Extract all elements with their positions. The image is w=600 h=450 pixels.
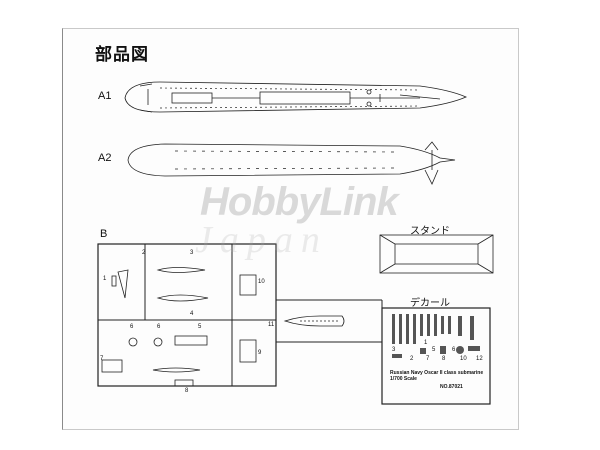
decal-label: デカール (410, 298, 450, 309)
hull-part-a1 (124, 81, 467, 113)
sprue-number: 6 (130, 324, 134, 330)
sprue-frame-b (97, 243, 383, 387)
watermark-logo-sub: Japan (195, 219, 328, 261)
sheet-title: 部品図 (95, 45, 149, 65)
sprue-number: 11 (268, 322, 275, 328)
decal-number: 10 (460, 356, 467, 362)
part-label-b: B (100, 228, 108, 240)
sprue-number: 5 (198, 324, 202, 330)
sprue-number: 2 (142, 250, 146, 256)
decal-number: 2 (410, 356, 414, 362)
sprue-number: 10 (258, 279, 265, 285)
decal-title-line1: Russian Navy Oscar II class submarine (390, 370, 484, 376)
hull-part-a2 (127, 141, 456, 185)
decal-number: 7 (426, 356, 430, 362)
stand-part (379, 234, 494, 274)
sprue-number: 9 (258, 350, 262, 356)
sprue-number: 6 (157, 324, 161, 330)
decal-number: 1 (424, 340, 428, 346)
stand-label: スタンド (410, 226, 450, 237)
decal-code: NO.87021 (440, 384, 463, 390)
decal-items (392, 314, 480, 358)
sprue-number: 1 (103, 276, 107, 282)
sprue-number: 8 (185, 388, 189, 394)
decal-title: Russian Navy Oscar II class submarine 1/… (390, 370, 488, 382)
part-label-a2: A2 (98, 152, 112, 164)
sprue-number: 7 (100, 356, 104, 362)
sprue-number: 4 (190, 311, 194, 317)
decal-title-line2: 1/700 Scale (390, 376, 417, 382)
sprue-number: 3 (190, 250, 194, 256)
decal-number: 6 (452, 347, 456, 353)
decal-number: 8 (442, 356, 446, 362)
decal-number: 12 (476, 356, 483, 362)
part-label-a1: A1 (98, 90, 112, 102)
decal-sheet (381, 307, 491, 405)
watermark-logo: HobbyLink (200, 180, 399, 224)
instruction-sheet (62, 28, 519, 430)
decal-number: 5 (432, 347, 436, 353)
decal-number: 3 (392, 347, 396, 353)
